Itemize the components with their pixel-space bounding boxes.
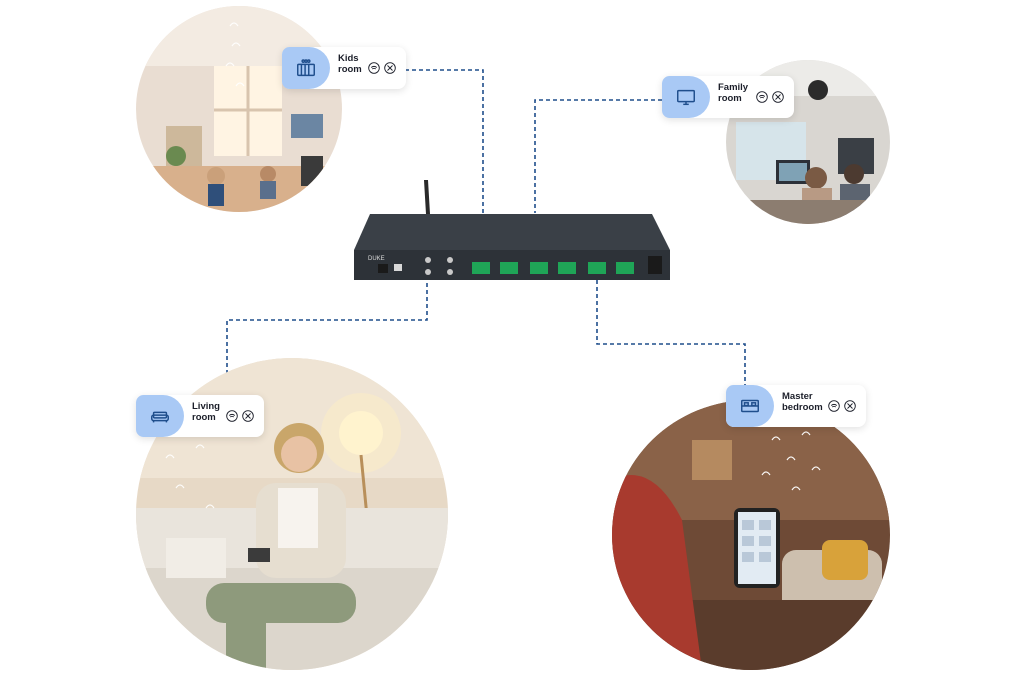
wifi-icon	[226, 410, 238, 422]
device-brand: DUKE	[368, 256, 385, 262]
airplay-icon	[844, 400, 856, 412]
ethernet-port	[378, 264, 388, 273]
living-room-card[interactable]: Living room	[136, 395, 264, 437]
bed-icon	[726, 385, 774, 427]
kids-room-card[interactable]: Kids room	[282, 47, 406, 89]
family-room-label: Family room	[718, 82, 749, 104]
wifi-icon	[756, 91, 768, 103]
wire-living-room	[226, 280, 428, 395]
master-bedroom-photo	[612, 400, 890, 670]
wire-kids-room	[405, 69, 484, 213]
family-room-card[interactable]: Family room	[662, 76, 794, 118]
living-room-label: Living room	[192, 401, 220, 423]
kids-room-photo	[136, 6, 342, 212]
wifi-icon	[828, 400, 840, 412]
airplay-icon	[772, 91, 784, 103]
kids-room-label: Kids room	[338, 53, 362, 75]
sofa-icon	[136, 395, 184, 437]
antenna	[424, 180, 430, 216]
master-bedroom-label: Master bedroom	[782, 391, 823, 413]
power-inlet	[648, 256, 662, 274]
airplay-icon	[242, 410, 254, 422]
speaker-terminals	[472, 262, 634, 274]
wire-master-bedroom	[596, 280, 746, 386]
wire-family-room	[534, 99, 662, 213]
crib-icon	[282, 47, 330, 89]
airplay-icon	[384, 62, 396, 74]
tv-icon	[662, 76, 710, 118]
amplifier-device: DUKE	[354, 180, 670, 280]
wifi-icon	[368, 62, 380, 74]
master-bedroom-card[interactable]: Master bedroom	[726, 385, 866, 427]
